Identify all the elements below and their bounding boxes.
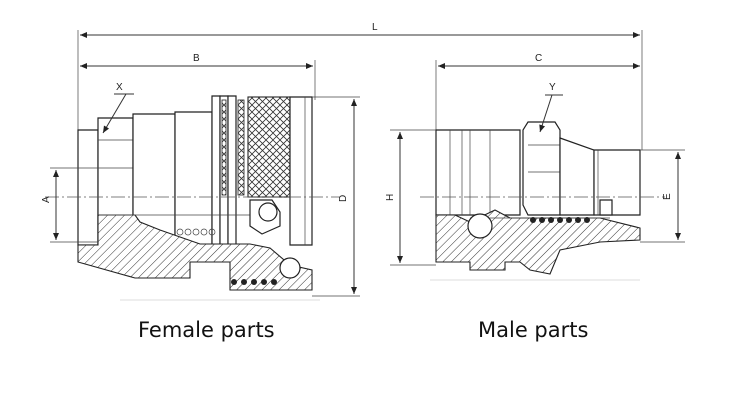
female-coupling [45, 95, 340, 291]
male-parts-caption: Male parts [478, 318, 589, 342]
dimension-male-height: H [385, 129, 436, 266]
dimension-label-male-length: C [535, 53, 542, 64]
thread-label-female: X [116, 82, 123, 93]
male-spring [530, 217, 590, 223]
dimension-female-bore: A [41, 167, 98, 243]
thread-leader-male: Y [539, 82, 563, 133]
dimension-male-length: C [435, 53, 640, 130]
dimension-label-overall: L [372, 22, 378, 33]
dimension-male-bore: E [640, 149, 685, 243]
female-spring [176, 228, 277, 285]
female-parts-caption: Female parts [138, 318, 275, 342]
dimension-label-female-length: B [193, 53, 200, 64]
dimension-female-outer: D [312, 96, 360, 297]
male-coupling [420, 121, 665, 275]
dimension-label-female-outer: D [338, 195, 349, 202]
dimension-label-female-bore: A [41, 196, 52, 203]
dimension-overall: L [77, 22, 643, 150]
dimension-label-male-height: H [385, 194, 396, 201]
locking-ball-icon [279, 257, 301, 279]
dimension-female-length: B [80, 53, 316, 100]
dimension-label-male-bore: E [662, 193, 673, 200]
thread-label-male: Y [549, 82, 556, 93]
valve-ball-icon [467, 213, 493, 239]
thread-leader-female: X [102, 82, 134, 134]
